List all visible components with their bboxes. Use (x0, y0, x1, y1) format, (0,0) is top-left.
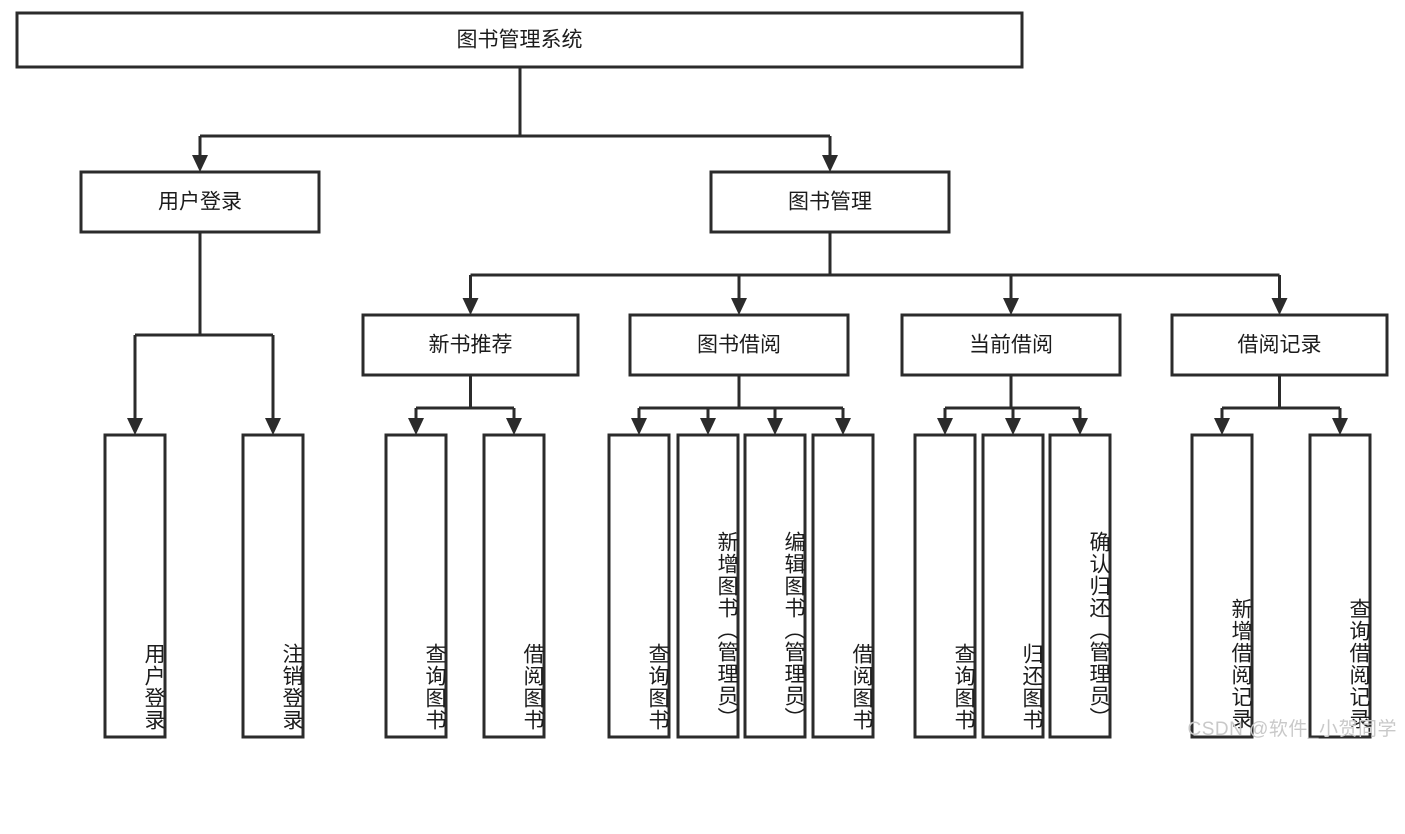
node-box-leaf-1 (241, 433, 305, 739)
arrow-head-icon (1005, 418, 1021, 435)
node-box-leaf-3 (482, 433, 546, 739)
arrow-head-icon (506, 418, 522, 435)
node-box-leaf-11 (1190, 433, 1254, 739)
arrow-head-icon (731, 298, 747, 315)
arrow-head-icon (462, 298, 479, 315)
arrow-head-icon (835, 418, 851, 435)
arrow-head-icon (127, 418, 143, 435)
node-label-level3-0: 新书推荐 (429, 334, 513, 357)
arrow-head-icon (767, 418, 783, 435)
node-box-leaf-8 (913, 433, 977, 739)
arrow-head-icon (1003, 298, 1019, 315)
node-box-level2-0 (79, 170, 321, 234)
arrow-head-icon (631, 418, 647, 435)
arrow-head-icon (1332, 418, 1348, 435)
arrow-head-icon (1072, 418, 1088, 435)
node-box-leaf-7 (811, 433, 875, 739)
node-box-leaf-6 (743, 433, 807, 739)
arrow-head-icon (1271, 298, 1288, 315)
node-box-layer (15, 11, 1389, 739)
arrow-head-icon (408, 418, 424, 435)
node-box-level2-1 (709, 170, 951, 234)
node-label-level3-2: 当前借阅 (969, 334, 1053, 357)
node-label-level2-0: 用户登录 (158, 191, 242, 214)
node-box-level3-3 (1170, 313, 1389, 377)
diagram-canvas-root: 图书管理系统用户登录图书管理新书推荐图书借阅当前借阅借阅记录 用户登录注销登录查… (15, 11, 1397, 740)
arrow-head-icon (192, 155, 208, 172)
node-box-leaf-4 (607, 433, 671, 739)
node-label-level3-3: 借阅记录 (1238, 334, 1322, 357)
node-box-leaf-0 (103, 433, 167, 739)
node-label-level2-1: 图书管理 (788, 191, 872, 214)
node-box-level3-0 (361, 313, 580, 377)
node-box-root (15, 11, 1024, 69)
node-box-leaf-5 (676, 433, 740, 739)
arrow-head-icon (265, 418, 281, 435)
node-box-level3-1 (628, 313, 850, 377)
node-box-leaf-9 (981, 433, 1045, 739)
arrow-head-icon (700, 418, 716, 435)
arrow-head-icon (937, 418, 953, 435)
csdn-watermark: CSDN @软件_小贺同学 (1187, 719, 1397, 740)
node-label-level3-1: 图书借阅 (697, 334, 781, 357)
arrow-head-icon (822, 155, 838, 172)
connector-layer (127, 67, 1348, 435)
node-box-level3-2 (900, 313, 1122, 377)
node-box-leaf-12 (1308, 433, 1372, 739)
node-box-leaf-2 (384, 433, 448, 739)
arrow-head-icon (1214, 418, 1230, 435)
node-box-leaf-10 (1048, 433, 1112, 739)
node-label-root: 图书管理系统 (457, 29, 583, 52)
